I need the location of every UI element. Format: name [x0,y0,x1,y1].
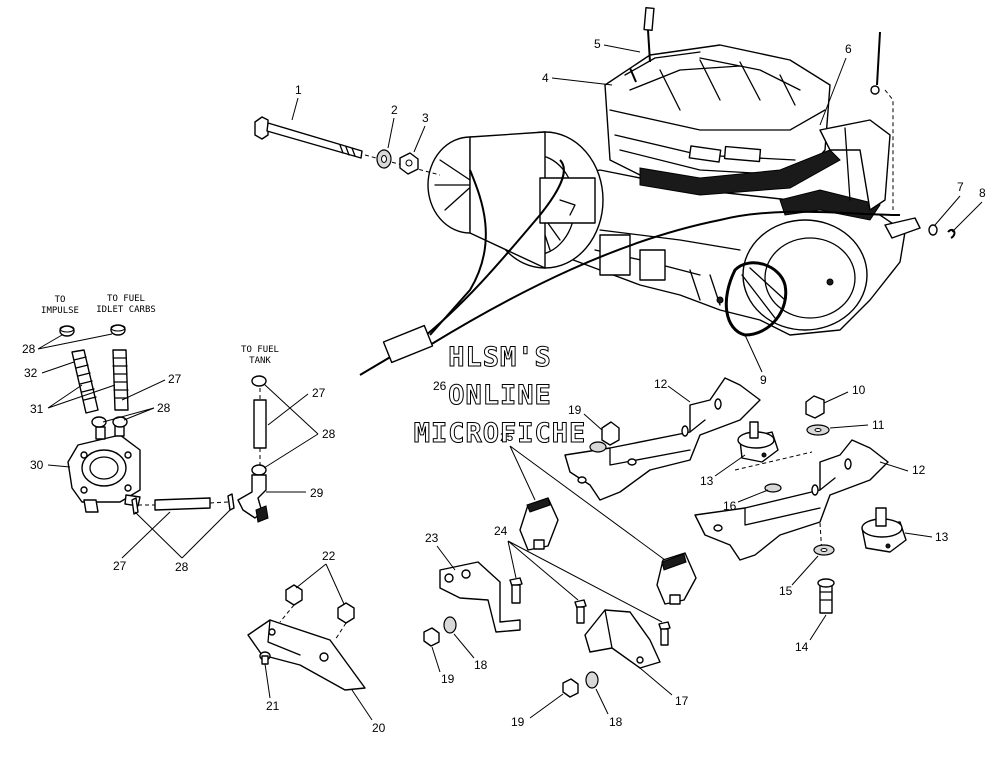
callout-28b: 28 [157,401,171,415]
callout-15: 15 [779,584,793,598]
callout-14: 14 [795,640,809,654]
part-16-washer [764,483,782,493]
caption-to-fuel-tank-line2: TANK [249,356,271,366]
callout-3: 3 [422,111,429,125]
watermark-line-3: MICROFICHE [414,418,587,449]
caption-to-fuel-idlet-line1: TO FUEL [107,294,145,304]
callout-32: 32 [24,366,38,380]
callout-12b: 12 [912,463,926,477]
part-24-bolts [509,577,671,646]
callout-8: 8 [979,186,986,200]
callout-19c: 19 [568,403,582,417]
engine-assembly [364,6,921,337]
callout-18a: 18 [474,658,488,672]
part-3-nut [399,152,419,175]
callout-2: 2 [391,103,398,117]
hose-routing-captions: TO IMPULSE TO FUEL IDLET CARBS TO FUEL T… [41,294,279,366]
callout-19b: 19 [511,715,525,729]
callout-4: 4 [542,71,549,85]
part-18-washers [443,616,599,689]
callout-6: 6 [845,42,852,56]
caption-to-fuel-idlet-line2: IDLET CARBS [96,305,156,315]
callout-21: 21 [266,699,280,713]
callout-29: 29 [310,486,324,500]
part-12-engine-mount-upper [564,377,761,501]
part-1-through-bolt [254,116,363,159]
part-23-bracket [439,561,521,633]
callout-19a: 19 [441,672,455,686]
part-11-washer [806,424,830,436]
callout-22: 22 [322,549,336,563]
callout-27a: 27 [168,372,182,386]
part-8-clip [947,228,956,239]
callout-28d: 28 [175,560,189,574]
callout-27c: 27 [113,559,127,573]
watermark-line-1: HLSM'S [448,342,552,373]
part-25-mount-pad-right [656,552,697,605]
part-25-mount-pad-left [519,497,559,551]
callout-13a: 13 [700,474,714,488]
caption-to-impulse-line2: IMPULSE [41,306,79,316]
part-12-engine-mount-lower [694,439,889,561]
callout-7: 7 [957,180,964,194]
callout-20: 20 [372,721,386,735]
part-13-rubber-isolator-upper [737,421,779,463]
callout-24: 24 [494,524,508,538]
part-17-bracket [584,609,661,669]
callout-26: 26 [433,379,447,393]
part-30-fuel-pump [67,423,141,513]
part-10-nut [805,395,825,419]
part-2-washer [376,149,392,169]
cable-connector [382,324,434,364]
part-21-stud [259,651,271,665]
callout-17: 17 [675,694,689,708]
part-31-32-hoses [71,349,129,414]
watermark-line-2: ONLINE [448,380,552,411]
callout-11: 11 [872,418,885,432]
watermark: HLSM'S ONLINE MICROFICHE [413,342,587,450]
callout-30: 30 [30,458,44,472]
part-19-nuts [423,421,620,698]
part-13-rubber-isolator-lower [861,507,907,553]
callout-1: 1 [295,83,302,97]
callout-25: 25 [500,430,514,444]
callout-13b: 13 [935,530,949,544]
part-7-washer [928,224,938,236]
cable-routing [359,159,901,376]
callout-28c: 28 [322,427,336,441]
callout-28a: 28 [22,342,36,356]
callout-27b: 27 [312,386,326,400]
callout-31: 31 [30,402,44,416]
callout-5: 5 [594,37,601,51]
part-27-fuel-hoses [138,388,267,511]
callout-10: 10 [852,383,866,397]
callout-23: 23 [425,531,439,545]
part-29-fuel-fitting [237,474,269,523]
part-22-nuts [279,584,355,641]
callout-12a: 12 [654,377,668,391]
callout-18b: 18 [609,715,623,729]
callout-9: 9 [760,373,767,387]
caption-to-fuel-tank-line1: TO FUEL [241,345,279,355]
caption-to-impulse-line1: TO [55,295,66,305]
part-28-hose-clamps [59,324,267,515]
part-15-washer [813,544,835,556]
part-14-bolt [817,578,835,614]
callout-labels: 1 2 3 4 5 6 7 8 9 10 11 12 12 13 13 14 1… [22,37,986,735]
callout-16: 16 [723,499,737,513]
